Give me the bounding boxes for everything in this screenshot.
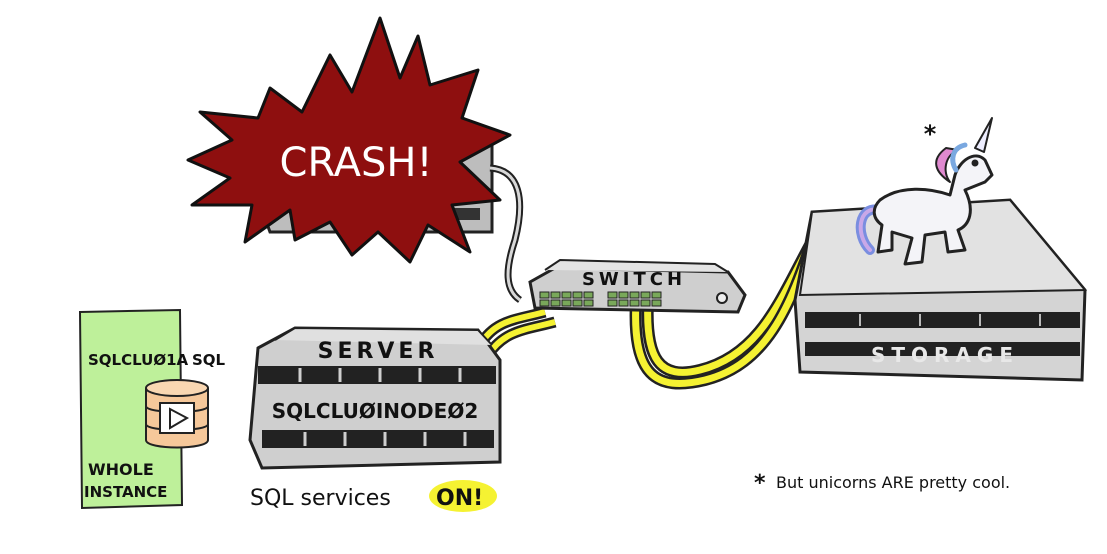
footnote-asterisk: * (754, 471, 766, 496)
instance-label: INSTANCE (84, 483, 167, 501)
unicorn-horn (975, 118, 992, 152)
storage-label: STORAGE (871, 343, 1019, 367)
whole-instance-panel: SQLCLUØ1A SQL WHOLE INSTANCE (80, 310, 226, 508)
sql-services-on: ON! (436, 486, 483, 511)
server-node: SERVER SQLCLUØINODEØ2 (250, 328, 500, 468)
sql-services-status: SQL services ON! (250, 480, 497, 512)
footnote-text: But unicorns ARE pretty cool. (776, 473, 1010, 492)
storage-bay-row (805, 312, 1080, 328)
database-play-icon (146, 380, 208, 448)
switch-led (717, 293, 727, 303)
cluster-name: SQLCLUØ1A (88, 351, 189, 369)
unicorn-eye (973, 161, 977, 165)
server-slot-bottom (262, 430, 494, 448)
sql-label: SQL (192, 351, 226, 369)
crash-label: CRASH! (280, 140, 433, 186)
sql-services-text: SQL services (250, 486, 398, 511)
footnote: * But unicorns ARE pretty cool. (754, 471, 1010, 496)
server-node-name: SQLCLUØINODEØ2 (272, 399, 478, 423)
whole-label: WHOLE (88, 460, 154, 479)
unicorn-asterisk: * (924, 120, 937, 148)
switch-label: SWITCH (582, 269, 686, 290)
server-label: SERVER (318, 339, 439, 364)
network-switch: SWITCH (530, 260, 745, 312)
